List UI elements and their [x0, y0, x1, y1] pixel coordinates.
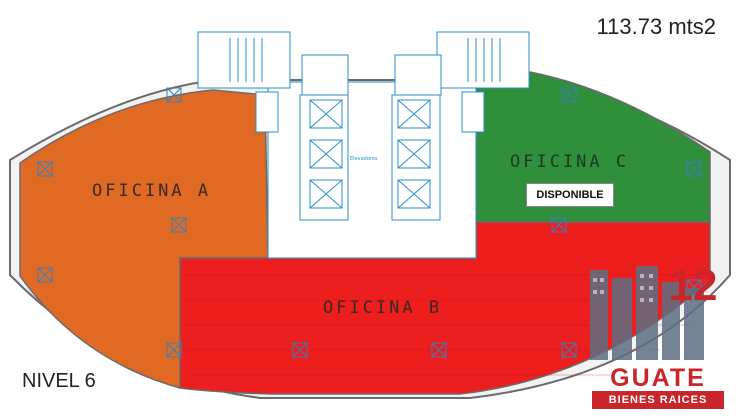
column-markers [37, 87, 702, 358]
floor-level: NIVEL 6 [22, 370, 96, 392]
office-a-label: OFICINA A [92, 181, 212, 201]
office-c-label: OFICINA C [510, 152, 630, 172]
brand-logo-icon: 12 [590, 261, 718, 360]
brand-name: GUATE [610, 364, 706, 392]
stair-right [436, 31, 530, 133]
elevator-label: Elevadores [350, 156, 378, 162]
brand-logo-number: 12 [669, 261, 718, 310]
area-total: 113.73 mts2 [596, 14, 716, 39]
building-core [267, 81, 477, 259]
elevator-cabins [309, 99, 431, 209]
service-shafts [299, 54, 442, 221]
stair-left [197, 31, 291, 133]
availability-badge: DISPONIBLE [526, 183, 614, 207]
brand-tagline: BIENES RAICES [592, 391, 724, 409]
office-b-label: OFICINA B [323, 298, 443, 318]
